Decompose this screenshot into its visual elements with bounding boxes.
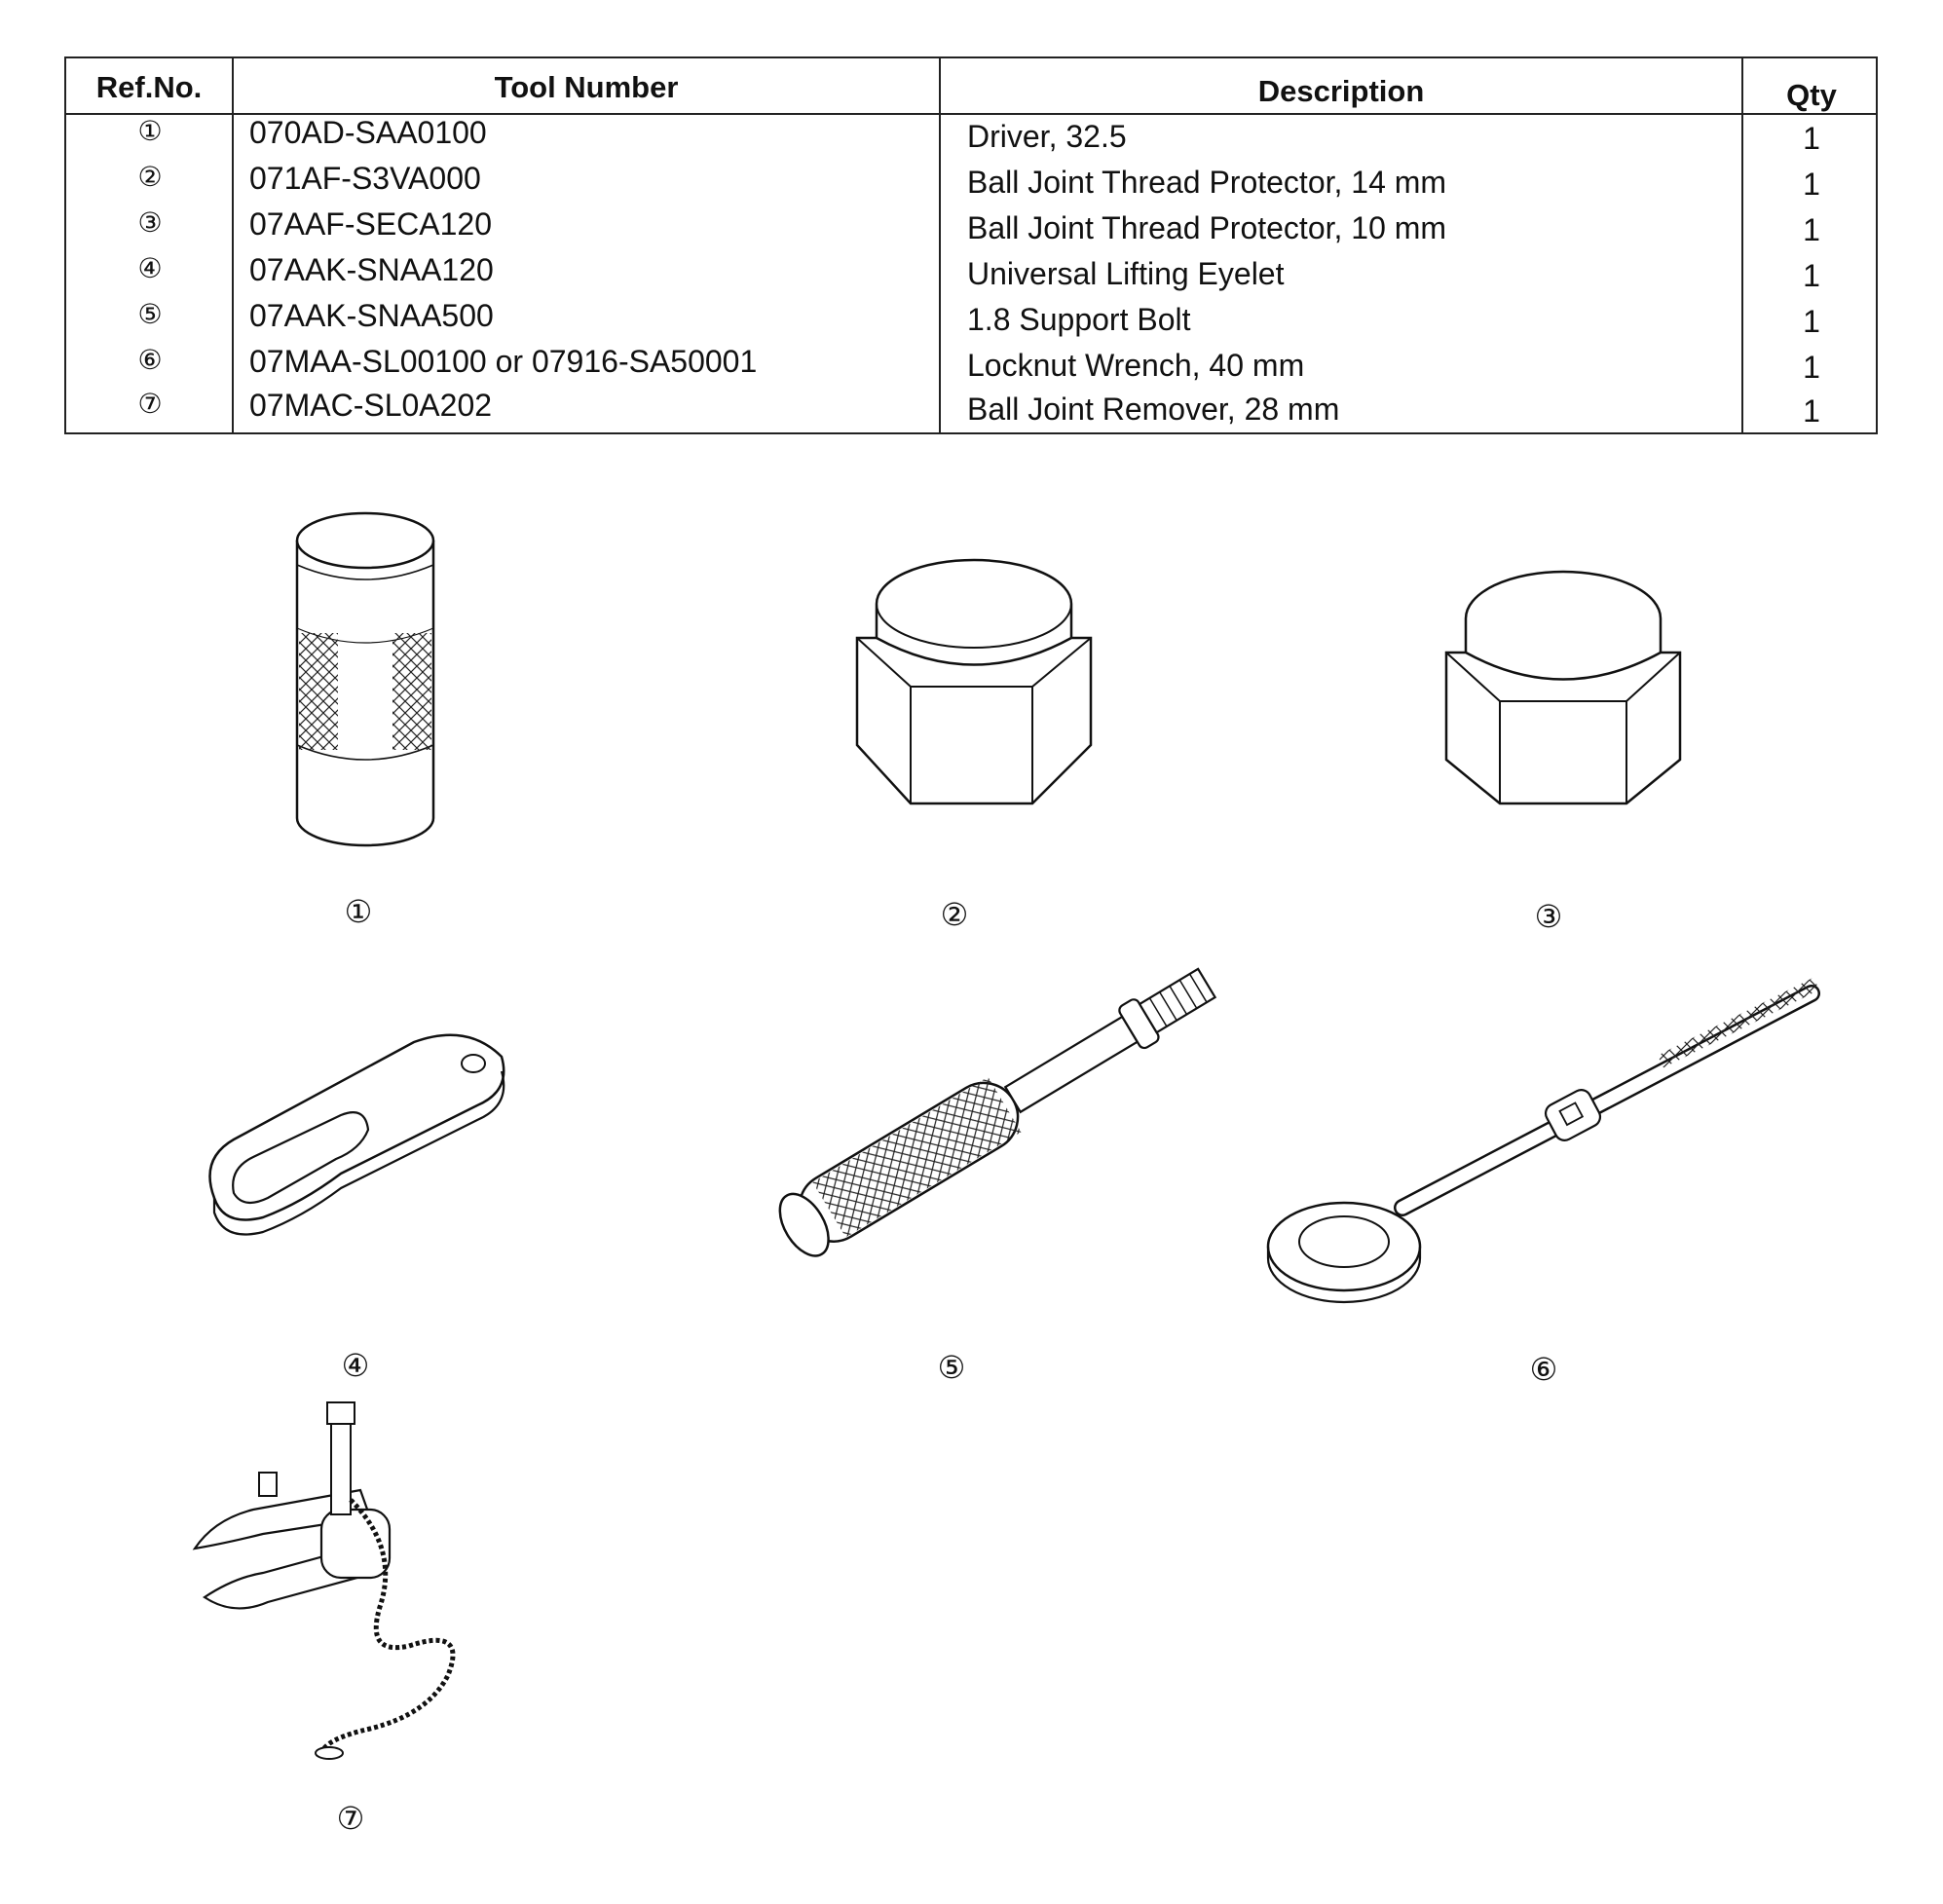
figure-label: ③ [1534,898,1563,935]
qty-cell: 1 [1803,304,1820,339]
locknut-wrench-icon [1266,977,1820,1304]
header-tool-number: Tool Number [494,70,679,104]
figure-label: ⑤ [937,1349,966,1386]
description-cell: Ball Joint Remover, 28 mm [967,392,1340,427]
ball-joint-remover-icon [192,1401,456,1760]
description-cell: Ball Joint Thread Protector, 14 mm [967,165,1447,200]
support-bolt-figure [672,954,1237,1315]
figure-label: ② [940,896,969,933]
driver-icon [295,511,435,847]
description-cell: Locknut Wrench, 40 mm [967,348,1305,383]
support-bolt-icon [778,967,1217,1257]
description-cell: Driver, 32.5 [967,119,1127,154]
lifting-eyelet-figure [195,1023,516,1247]
table-row: ⑤ 07AAK-SNAA500 1.8 Support Bolt 1 [66,296,1876,342]
thread-protector-14mm-figure [847,545,1101,808]
special-tools-table: Ref.No. Tool Number Description Qty ① 07… [64,56,1878,434]
column-divider [232,58,234,432]
description-cell: Universal Lifting Eyelet [967,256,1285,291]
ref-no-cell: ⑥ [137,344,163,376]
table-row: ② 071AF-S3VA000 Ball Joint Thread Protec… [66,159,1876,205]
ref-no-cell: ⑦ [137,388,163,420]
ref-no-cell: ① [137,115,163,147]
qty-cell: 1 [1803,350,1820,385]
table-row: ④ 07AAK-SNAA120 Universal Lifting Eyelet… [66,250,1876,296]
qty-cell: 1 [1803,167,1820,202]
ball-joint-remover-figure [175,1401,536,1782]
ref-no-cell: ④ [137,252,163,284]
header-qty: Qty [1786,78,1837,112]
locknut-wrench-figure [1266,974,1831,1305]
tool-number-cell: 07AAK-SNAA500 [249,298,494,333]
table-row: ③ 07AAF-SECA120 Ball Joint Thread Protec… [66,205,1876,250]
tool-number-cell: 07AAF-SECA120 [249,206,493,242]
driver-figure [282,497,448,867]
figure-label: ① [344,893,373,930]
lifting-eyelet-icon [208,1033,505,1236]
tool-number-cell: 07MAC-SL0A202 [249,388,493,423]
figure-label: ④ [341,1347,370,1384]
figure-label: ⑦ [336,1800,365,1837]
qty-cell: 1 [1803,212,1820,247]
table-row: ⑥ 07MAA-SL00100 or 07916-SA50001 Locknut… [66,342,1876,388]
description-cell: 1.8 Support Bolt [967,302,1191,337]
table-header-row: Ref.No. Tool Number Description Qty [66,58,1876,115]
ref-no-cell: ⑤ [137,298,163,330]
thread-protector-14mm-icon [855,558,1093,805]
column-divider [1741,58,1743,432]
table-row: ⑦ 07MAC-SL0A202 Ball Joint Remover, 28 m… [66,388,1876,433]
header-ref-no: Ref.No. [95,70,203,104]
ref-no-cell: ② [137,161,163,193]
tool-number-cell: 07MAA-SL00100 or 07916-SA50001 [249,344,758,379]
tool-number-cell: 070AD-SAA0100 [249,115,487,150]
tool-number-cell: 07AAK-SNAA120 [249,252,494,287]
tool-number-cell: 071AF-S3VA000 [249,161,481,196]
ref-no-cell: ③ [137,206,163,239]
table-row: ① 070AD-SAA0100 Driver, 32.5 1 [66,113,1876,159]
header-description: Description [1257,74,1425,108]
figure-label: ⑥ [1529,1351,1558,1388]
column-divider [939,58,941,432]
qty-cell: 1 [1803,121,1820,156]
qty-cell: 1 [1803,258,1820,293]
qty-cell: 1 [1803,393,1820,429]
thread-protector-10mm-icon [1444,570,1682,805]
description-cell: Ball Joint Thread Protector, 10 mm [967,210,1447,245]
thread-protector-10mm-figure [1441,565,1685,808]
